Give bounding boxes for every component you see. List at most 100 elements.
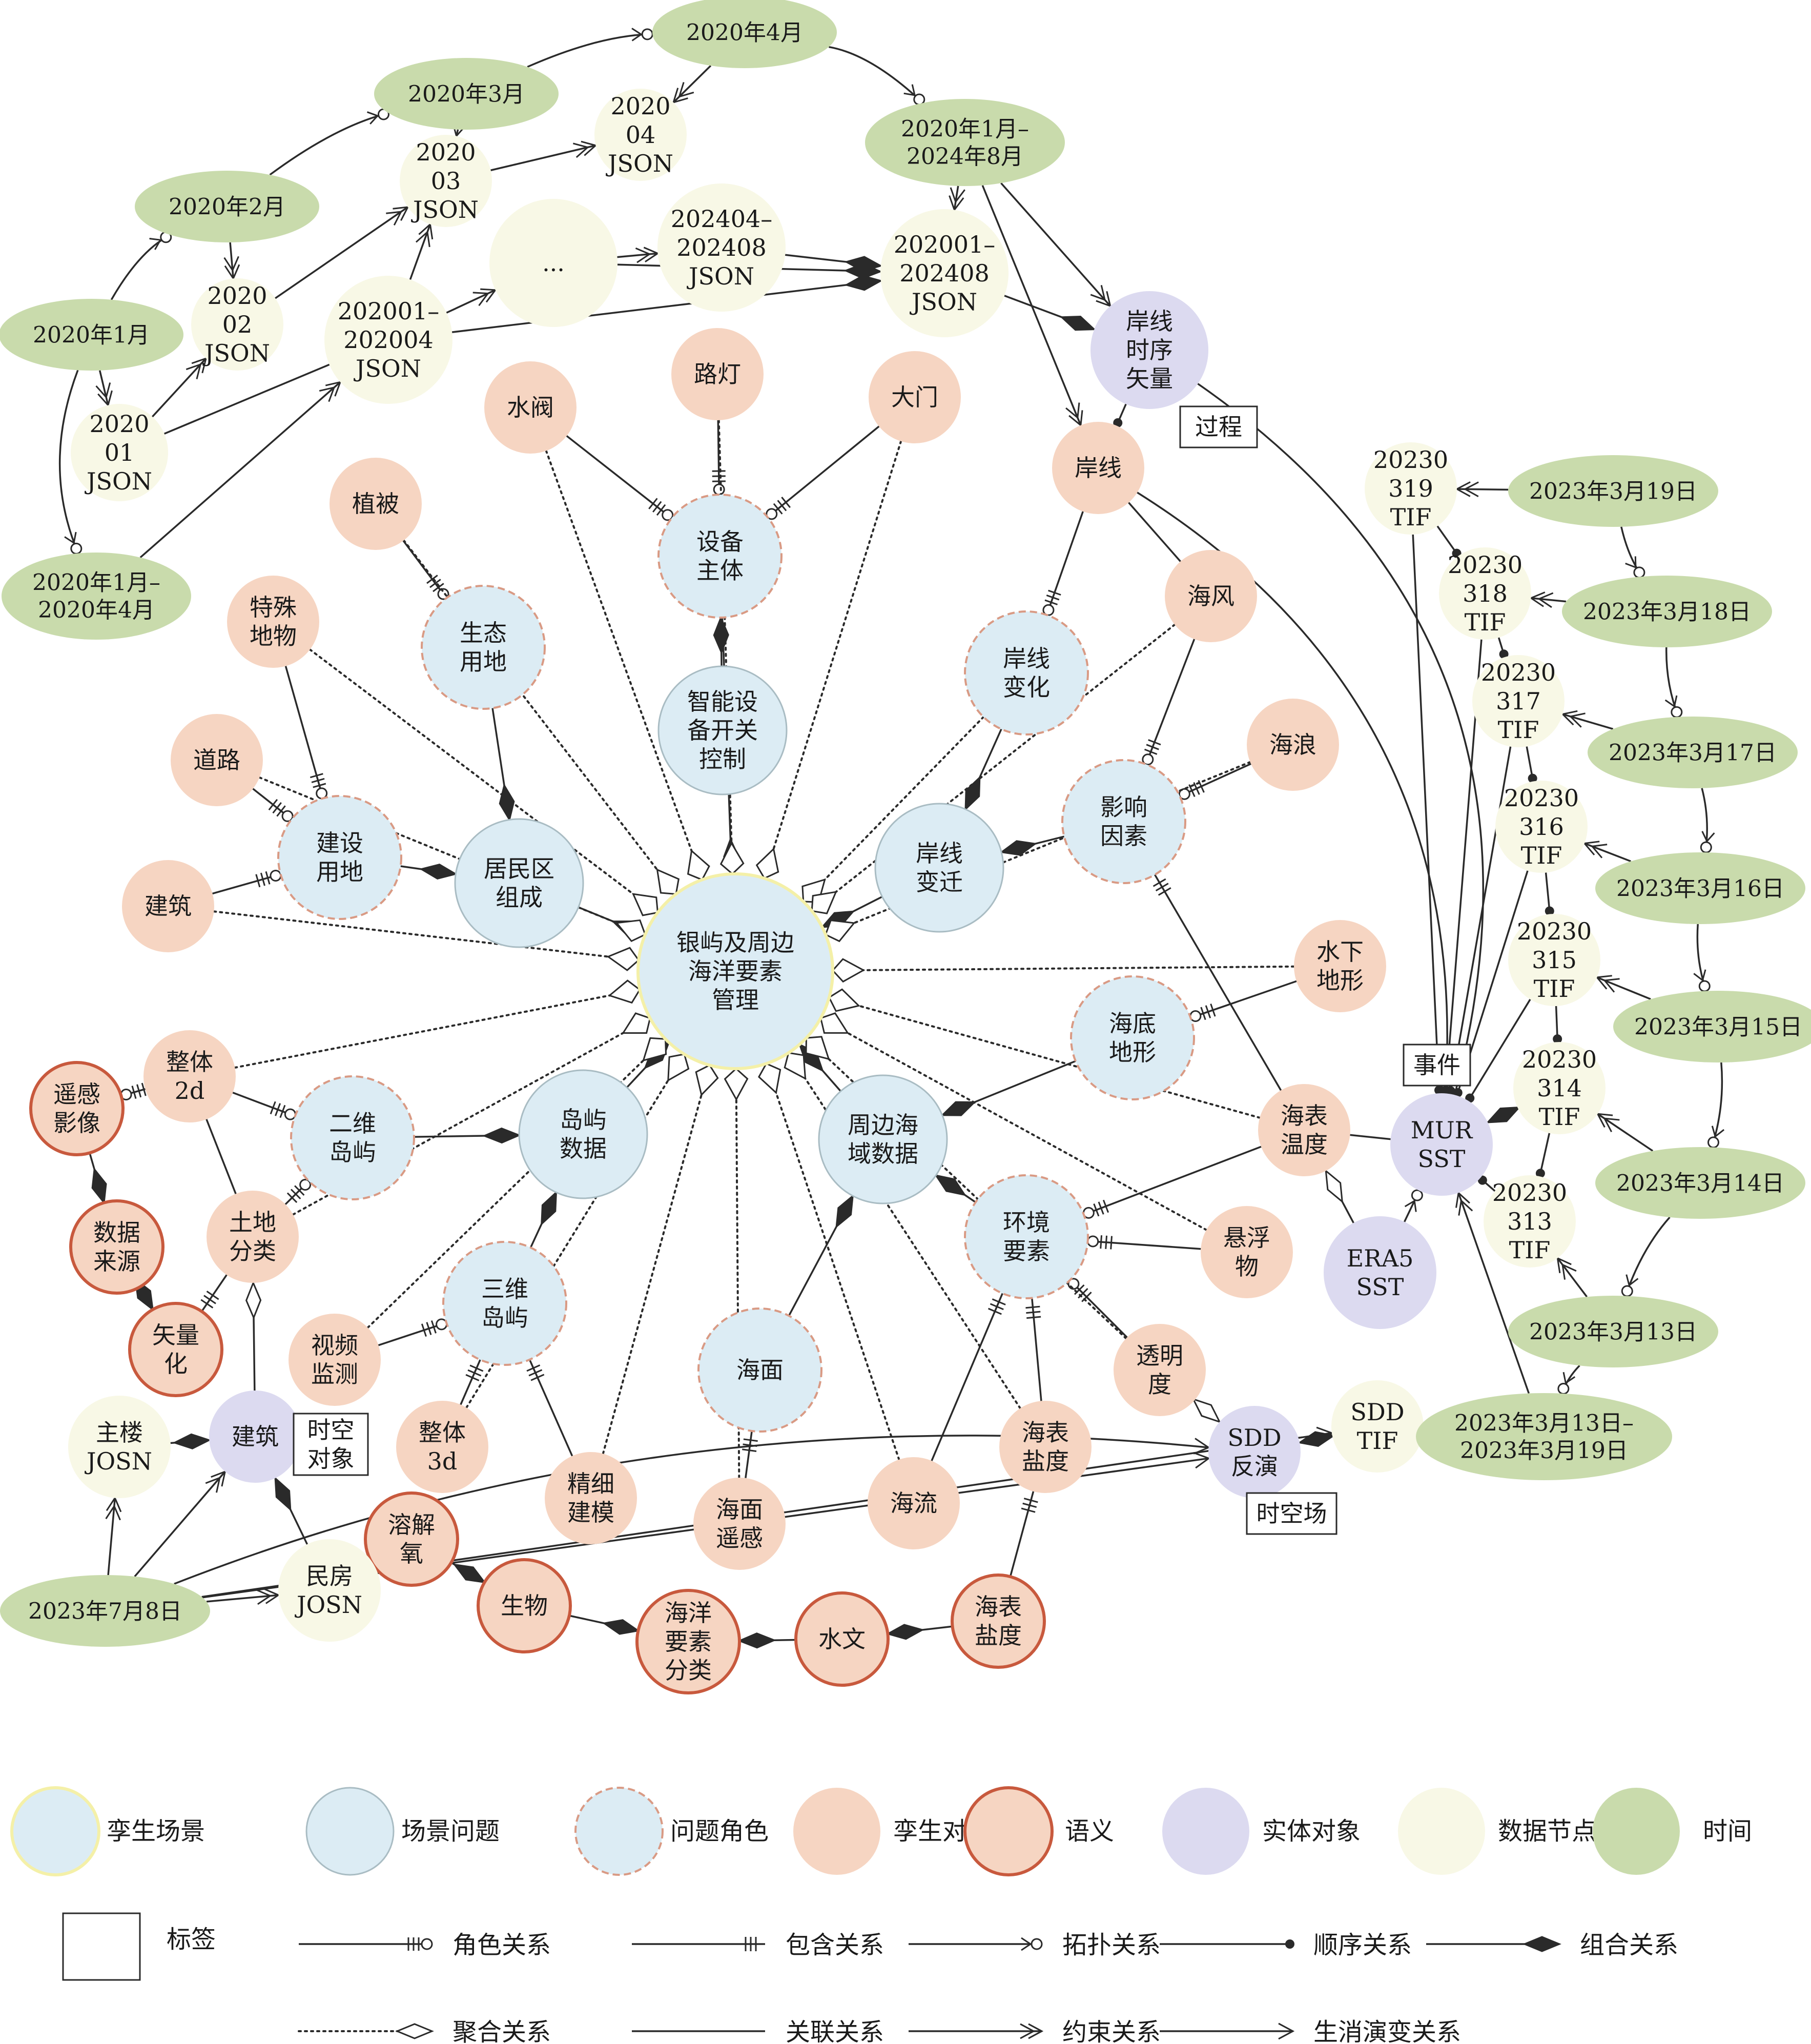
node-d2020-1-4[interactable]: 2020年1月–2020年4月 bbox=[2, 553, 191, 640]
node-gate[interactable]: 大门 bbox=[869, 351, 961, 443]
node-d0316[interactable]: 2023年3月16日 bbox=[1595, 852, 1805, 924]
node-shape bbox=[1258, 1084, 1350, 1176]
edge-dot bbox=[213, 910, 640, 971]
node-d0319[interactable]: 2023年3月19日 bbox=[1508, 455, 1718, 527]
node-d2020-2024[interactable]: 2020年1月–2024年8月 bbox=[865, 99, 1065, 186]
node-device[interactable]: 设备主体 bbox=[657, 494, 783, 619]
node-street-lamp[interactable]: 路灯 bbox=[671, 328, 764, 420]
edge-include bbox=[1153, 874, 1282, 1091]
node-d0313-19[interactable]: 2023年3月13日–2023年3月19日 bbox=[1416, 1393, 1672, 1480]
node-salinity-twin[interactable]: 海表盐度 bbox=[999, 1401, 1092, 1493]
node-road[interactable]: 道路 bbox=[171, 714, 263, 806]
node-marine-class[interactable]: 海洋要素分类 bbox=[635, 1589, 741, 1694]
edge-marker bbox=[223, 256, 239, 272]
node-d2020-4[interactable]: 2020年4月 bbox=[652, 0, 837, 68]
node-factors[interactable]: 影响因素 bbox=[1061, 759, 1186, 884]
node-d0317[interactable]: 2023年3月17日 bbox=[1588, 717, 1798, 788]
node-building-entity[interactable]: 建筑 bbox=[209, 1391, 301, 1483]
node-seabed[interactable]: 海底地形 bbox=[1070, 975, 1195, 1100]
node-building-twin[interactable]: 建筑 bbox=[122, 860, 214, 952]
node-float[interactable]: 悬浮物 bbox=[1201, 1206, 1293, 1298]
node-current[interactable]: 海流 bbox=[868, 1457, 960, 1549]
node-constr-land[interactable]: 建设用地 bbox=[277, 795, 402, 920]
node-env[interactable]: 环境要素 bbox=[964, 1174, 1089, 1299]
node-ellipsis[interactable]: ... bbox=[489, 199, 618, 327]
node-smart[interactable]: 智能设备开关控制 bbox=[657, 665, 788, 795]
node-transparency[interactable]: 透明度 bbox=[1114, 1324, 1206, 1416]
node-data-source[interactable]: 数据来源 bbox=[69, 1199, 164, 1295]
node-label: 海表温度 bbox=[1281, 1102, 1328, 1158]
node-coast-change[interactable]: 岸线变化 bbox=[964, 610, 1089, 735]
node-d0315[interactable]: 2023年3月15日 bbox=[1613, 991, 1811, 1062]
node-center[interactable]: 银屿及周边海洋要素管理 bbox=[636, 872, 834, 1070]
node-hydrology[interactable]: 水文 bbox=[794, 1591, 890, 1687]
node-oxygen[interactable]: 溶解氧 bbox=[364, 1491, 459, 1587]
node-rs-image[interactable]: 遥感影像 bbox=[29, 1061, 125, 1156]
node-d0318[interactable]: 2023年3月18日 bbox=[1562, 576, 1772, 647]
node-sea-rs[interactable]: 海面遥感 bbox=[693, 1478, 786, 1570]
node-coast-shift[interactable]: 岸线变迁 bbox=[874, 803, 1004, 933]
node-shape bbox=[0, 299, 183, 371]
node-sst[interactable]: 海表温度 bbox=[1258, 1084, 1350, 1176]
node-coast-vec[interactable]: 岸线时序矢量 bbox=[1090, 291, 1208, 409]
legend-item-time: 时间 bbox=[1593, 1788, 1752, 1875]
node-eco-land[interactable]: 生态用地 bbox=[421, 585, 546, 710]
node-special[interactable]: 特殊地物 bbox=[227, 576, 319, 668]
node-label: 水文 bbox=[818, 1625, 866, 1653]
node-label: 视频监测 bbox=[311, 1332, 358, 1388]
node-sea-surface[interactable]: 海面 bbox=[697, 1307, 822, 1433]
node-around-sea[interactable]: 周边海域数据 bbox=[818, 1074, 948, 1204]
node-d0708[interactable]: 2023年7月8日 bbox=[0, 1575, 210, 1647]
node-shape bbox=[1595, 1147, 1805, 1219]
node-land-class[interactable]: 土地分类 bbox=[207, 1191, 299, 1283]
node-label: 环境要素 bbox=[1003, 1209, 1050, 1265]
node-d2020-2[interactable]: 2020年2月 bbox=[135, 171, 319, 242]
node-coast[interactable]: 岸线 bbox=[1052, 422, 1144, 514]
edge-constraint bbox=[490, 140, 598, 171]
node-underwater[interactable]: 水下地形 bbox=[1294, 920, 1386, 1012]
edge-marker bbox=[1026, 1311, 1041, 1314]
node-sea-wave[interactable]: 海浪 bbox=[1247, 699, 1339, 791]
node-residential[interactable]: 居民区组成 bbox=[454, 818, 584, 948]
node-island3d[interactable]: 三维岛屿 bbox=[442, 1241, 567, 1366]
edge-dot bbox=[602, 1064, 719, 1455]
node-video[interactable]: 视频监测 bbox=[289, 1314, 381, 1406]
node-island2d[interactable]: 二维岛屿 bbox=[290, 1075, 415, 1200]
node-water-valve[interactable]: 水阀 bbox=[484, 361, 577, 454]
edge-marker bbox=[186, 363, 202, 379]
node-fine-model[interactable]: 精细建模 bbox=[545, 1452, 637, 1544]
node-island-data[interactable]: 岛屿数据 bbox=[518, 1069, 648, 1199]
node-sea-wind[interactable]: 海风 bbox=[1165, 550, 1257, 642]
node-biology[interactable]: 生物 bbox=[477, 1558, 572, 1653]
node-d0313[interactable]: 2023年3月13日 bbox=[1508, 1296, 1718, 1367]
node-salinity-sem[interactable]: 海表盐度 bbox=[951, 1573, 1046, 1669]
node-vectorize[interactable]: 矢量化 bbox=[128, 1302, 223, 1397]
node-d2020-1[interactable]: 2020年1月 bbox=[0, 299, 183, 371]
node-d0314[interactable]: 2023年3月14日 bbox=[1595, 1147, 1805, 1219]
node-vegetation[interactable]: 植被 bbox=[330, 458, 422, 550]
edge-marker bbox=[311, 778, 325, 783]
node-d2020-3[interactable]: 2020年3月 bbox=[374, 58, 559, 130]
